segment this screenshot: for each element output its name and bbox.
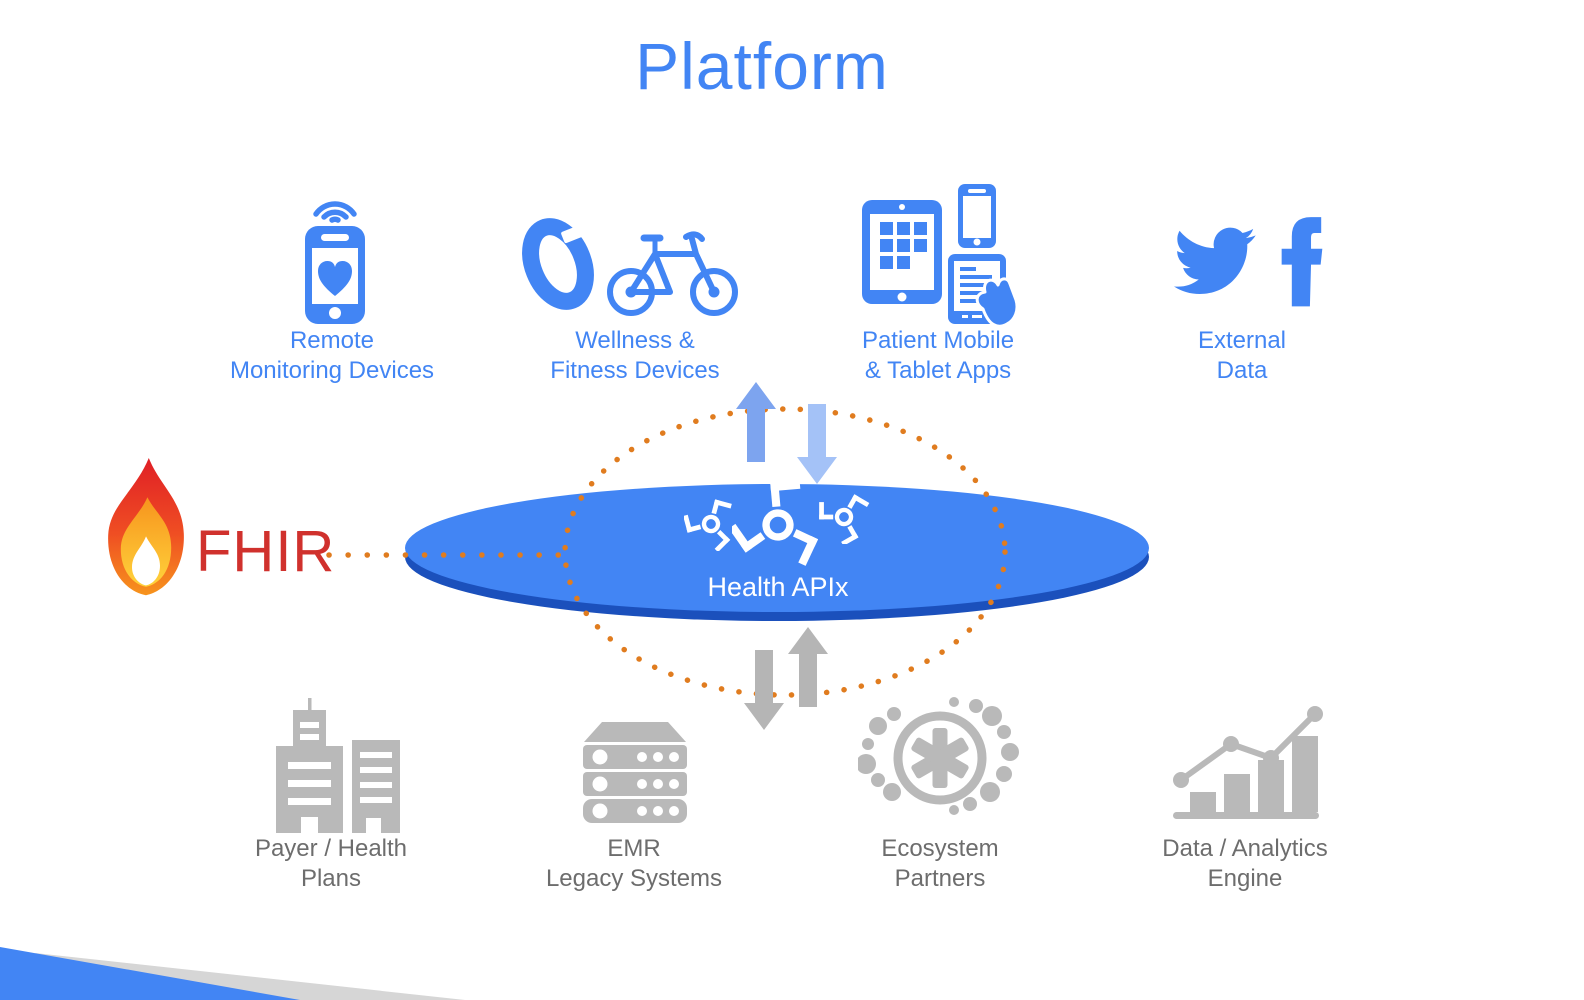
payer-health-plans-icon — [276, 698, 400, 833]
smartphone-icon — [958, 184, 996, 248]
fhir-label: FHIR — [196, 519, 336, 584]
dotted-boundary-ellipse — [562, 406, 1008, 698]
tablet-hand-icon — [948, 254, 1016, 328]
label-wellness-fitness: Wellness &Fitness Devices — [550, 327, 720, 384]
health-apix-ellipse — [405, 484, 1149, 621]
fitness-band-icon — [522, 218, 594, 310]
fhir-flame-icon — [108, 458, 184, 596]
page-title: Platform — [635, 29, 889, 103]
patient-apps-icon — [862, 184, 1016, 328]
arrow-up-blue-icon — [736, 382, 776, 462]
arrow-down-blue-icon — [797, 404, 837, 484]
corner-blue-wedge — [0, 947, 300, 1000]
twitter-icon — [1174, 227, 1256, 294]
label-patient-apps: Patient Mobile& Tablet Apps — [861, 327, 1015, 384]
api-pinwheel-icon — [684, 499, 732, 551]
health-apix-label: Health APIx — [707, 572, 849, 602]
facebook-icon — [1281, 217, 1323, 307]
wellness-fitness-icon — [522, 218, 738, 316]
data-analytics-icon — [1173, 706, 1323, 819]
corner-decoration — [0, 940, 480, 1000]
ecosystem-partners-icon — [858, 697, 1019, 815]
arrow-down-gray-icon — [744, 650, 784, 730]
arrow-up-gray-icon — [788, 627, 828, 707]
api-pinwheel-icon — [732, 480, 819, 566]
api-pinwheel-icon — [819, 494, 870, 544]
emr-legacy-icon — [583, 722, 687, 823]
bicycle-icon — [607, 231, 738, 316]
external-data-icon — [1174, 217, 1323, 307]
wifi-waves-icon — [313, 201, 357, 223]
fhir-dotted-connector — [326, 552, 570, 558]
remote-monitoring-icon — [305, 201, 365, 324]
phone-heart-icon — [305, 226, 365, 324]
tablet-apps-icon — [862, 200, 942, 304]
